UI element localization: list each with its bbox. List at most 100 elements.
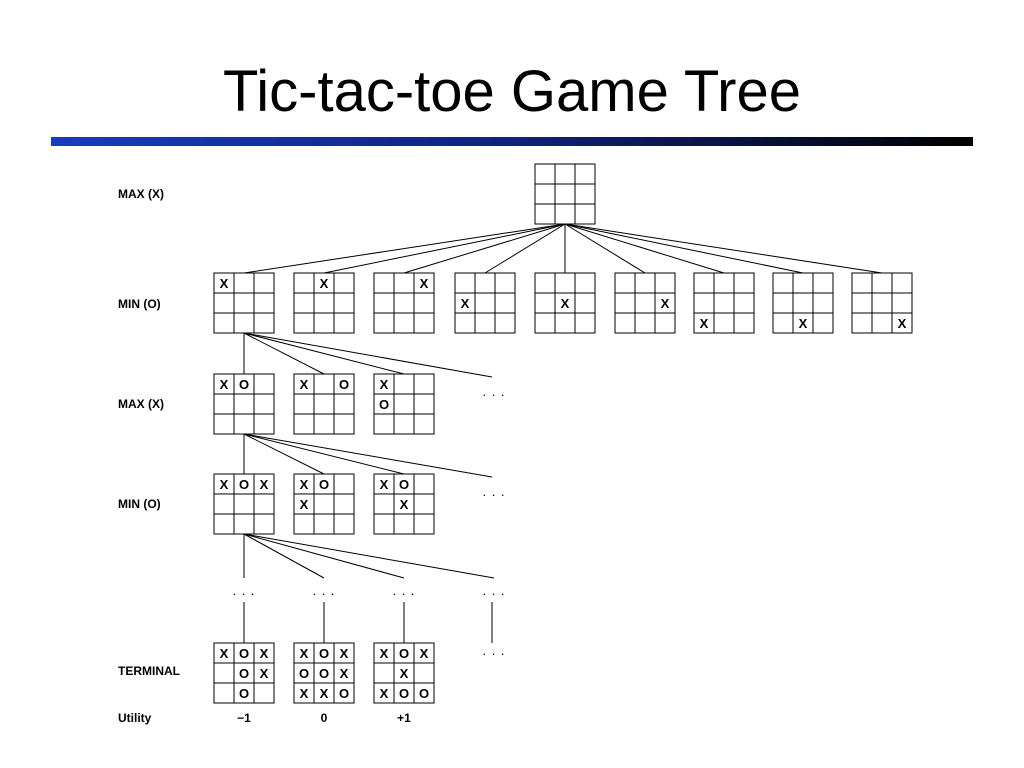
x-mark: X (661, 296, 670, 311)
root-board (534, 163, 596, 225)
x-mark: X (420, 276, 429, 291)
tree-edge (484, 223, 566, 274)
tree-edge (243, 332, 405, 375)
tree-edge (243, 533, 495, 579)
o-mark: O (239, 377, 249, 392)
title-underline-bar (51, 137, 973, 146)
x-mark: X (300, 377, 309, 392)
x-mark: X (380, 646, 389, 661)
o-mark: O (239, 646, 249, 661)
x-mark: X (220, 477, 229, 492)
min-board-4: X (454, 272, 516, 334)
board-frame (213, 642, 275, 704)
board-frame (373, 642, 435, 704)
x-mark: X (260, 477, 269, 492)
deep-ellipsis-1: . . . (232, 583, 255, 598)
tree-edge (564, 223, 725, 274)
x-mark: X (561, 296, 570, 311)
tree-edge (243, 433, 405, 475)
level-label-max2: MAX (X) (118, 397, 164, 411)
o-mark: O (339, 686, 349, 701)
o-mark: O (319, 666, 329, 681)
o-mark: O (239, 666, 249, 681)
x-mark: X (300, 646, 309, 661)
tree-edge (243, 223, 566, 274)
o-mark: O (339, 377, 349, 392)
deep-ellipsis-4: . . . (482, 583, 505, 598)
min2-ellipsis: . . . (482, 484, 505, 499)
x-mark: X (300, 686, 309, 701)
board-frame (213, 373, 275, 435)
o-mark: O (319, 477, 329, 492)
tree-edge (323, 223, 566, 274)
level-label-utility: Utility (118, 711, 152, 725)
x-mark: X (380, 377, 389, 392)
board-frame (534, 272, 596, 334)
o-mark: O (239, 686, 249, 701)
utility-value-3: +1 (397, 711, 411, 725)
terminal-ellipsis: . . . (482, 643, 505, 658)
deep-ellipsis-3: . . . (392, 583, 415, 598)
board-frame (851, 272, 913, 334)
board-frame (373, 473, 435, 535)
ellipsis-marks: . . .. . .. . .. . .. . .. . .. . . (232, 384, 505, 658)
utility-values: −1 0 +1 (237, 711, 411, 725)
tree-edge (243, 332, 325, 375)
tree-edge (243, 433, 493, 478)
board-frame (614, 272, 676, 334)
board-frame (772, 272, 834, 334)
max2-ellipsis: . . . (482, 384, 505, 399)
slide-title: Tic-tac-toe Game Tree (222, 59, 802, 124)
min-board-8: X (772, 272, 834, 334)
board-frame (293, 642, 355, 704)
utility-value-1: −1 (237, 711, 251, 725)
o-mark: O (399, 646, 409, 661)
board-frame (373, 373, 435, 435)
x-mark: X (260, 646, 269, 661)
x-mark: X (320, 686, 329, 701)
min-board-5: X (534, 272, 596, 334)
max2-board-3: XO (373, 373, 435, 435)
o-mark: O (399, 686, 409, 701)
board-frame (293, 272, 355, 334)
x-mark: X (320, 276, 329, 291)
board-frame (293, 373, 355, 435)
board-frame (373, 272, 435, 334)
tree-edge (243, 533, 325, 579)
x-mark: X (898, 316, 907, 331)
tree-edge (564, 223, 646, 274)
level-label-max1: MAX (X) (118, 187, 164, 201)
tree-edges (243, 223, 883, 643)
x-mark: X (220, 377, 229, 392)
x-mark: X (220, 646, 229, 661)
x-mark: X (420, 646, 429, 661)
o-mark: O (399, 477, 409, 492)
tree-edge (403, 223, 566, 274)
x-mark: X (380, 686, 389, 701)
o-mark: O (239, 477, 249, 492)
board-frame (693, 272, 755, 334)
x-mark: X (220, 276, 229, 291)
level-label-terminal: TERMINAL (118, 664, 180, 678)
tree-edge (243, 433, 325, 475)
x-mark: X (400, 497, 409, 512)
board-frame (213, 473, 275, 535)
tree-edge (564, 223, 804, 274)
o-mark: O (419, 686, 429, 701)
utility-value-2: 0 (321, 711, 328, 725)
board-frame (454, 272, 516, 334)
min-board-2: X (293, 272, 355, 334)
tree-edge (243, 332, 493, 378)
min-board-9: X (851, 272, 913, 334)
min-board-6: X (614, 272, 676, 334)
